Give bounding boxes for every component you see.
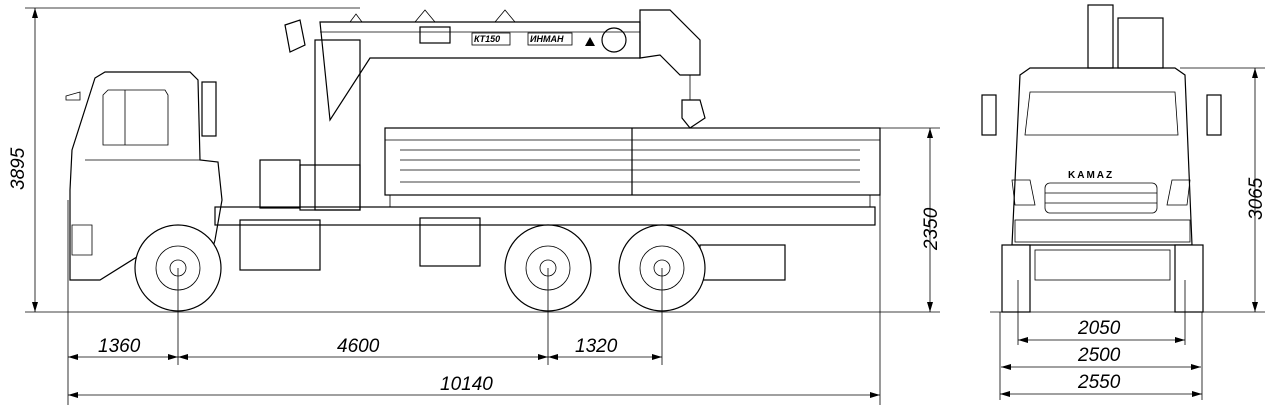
track-width-label: 2050 (1077, 318, 1121, 339)
front-left-wheel (1001, 244, 1031, 313)
bed-height-label: 2350 (921, 207, 942, 251)
left-mirror (981, 94, 997, 136)
windshield (1024, 91, 1179, 136)
crane-column (314, 39, 361, 211)
crane-model-label: КТ150 (474, 34, 500, 44)
warning-triangle-icon (585, 37, 595, 46)
front-dimensions: 3065 2050 2500 2550 (999, 68, 1267, 400)
rear-axle-spacing-label: 1320 (575, 336, 618, 357)
right-headlight (1166, 179, 1191, 206)
overall-height-label: 3895 (8, 147, 29, 190)
crane-winch (419, 26, 451, 44)
crane-brand-label: ИНМАН (530, 34, 564, 44)
flatbed (384, 127, 881, 208)
side-dimensions: 3895 2350 1360 4600 1320 10140 (8, 8, 942, 405)
front-cab (1011, 67, 1193, 246)
left-headlight (1011, 179, 1036, 206)
mirror (201, 81, 217, 137)
side-view: КТ150 ИНМАН (25, 7, 940, 313)
wheelbase-label: 4600 (337, 336, 380, 357)
cab-height-label: 3065 (1246, 177, 1267, 220)
body-width-label: 2500 (1077, 345, 1121, 366)
cab (69, 71, 223, 281)
front-right-wheel (1174, 244, 1204, 313)
cab-window (102, 89, 169, 146)
crane-boom (319, 21, 641, 122)
grille (1044, 182, 1158, 214)
overall-length-label: 10140 (440, 374, 493, 395)
front-overhang-label: 1360 (98, 336, 141, 357)
crane-hook (681, 99, 706, 129)
overall-width-label: 2550 (1077, 372, 1121, 393)
right-mirror (1206, 94, 1222, 136)
bumper (1014, 219, 1191, 243)
front-view: KAMAZ (981, 4, 1265, 313)
kamaz-brand-label: KAMAZ (1068, 170, 1114, 181)
